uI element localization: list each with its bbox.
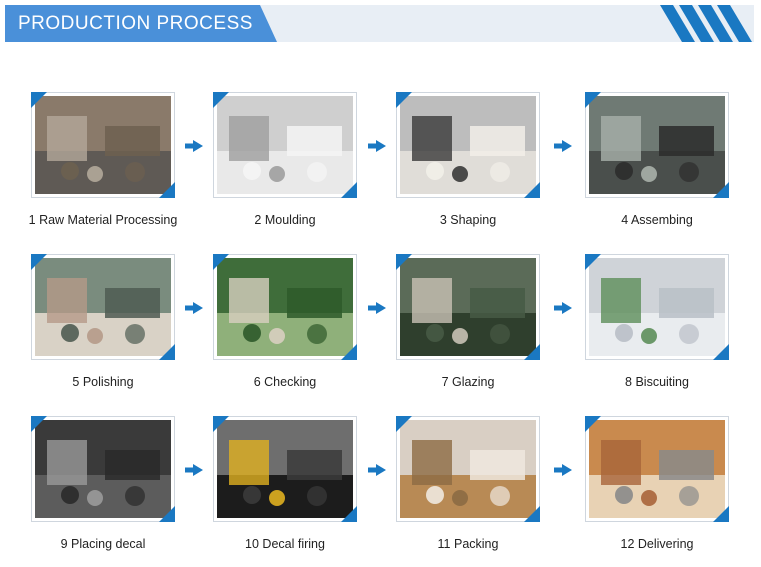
arrow-right-icon: [553, 139, 572, 152]
arrow-right-icon: [553, 463, 572, 476]
corner-accent: [585, 254, 601, 270]
corner-accent: [213, 416, 229, 432]
step-caption: 2 Moulding: [254, 213, 316, 227]
arrow-right-icon: [367, 139, 386, 152]
step-photo-5: [31, 254, 175, 360]
step-caption: 4 Assembing: [621, 213, 693, 227]
corner-accent: [524, 506, 540, 522]
corner-accent: [213, 92, 229, 108]
section-header: PRODUCTION PROCESS: [5, 5, 754, 42]
step-caption: 1 Raw Material Processing: [28, 213, 178, 227]
corner-accent: [524, 344, 540, 360]
corner-accent: [713, 506, 729, 522]
arrow-right-icon: [367, 463, 386, 476]
corner-accent: [341, 506, 357, 522]
corner-accent: [713, 182, 729, 198]
corner-accent: [31, 416, 47, 432]
corner-accent: [396, 92, 412, 108]
step-image-decal: [35, 420, 171, 518]
step-caption: 11 Packing: [437, 537, 499, 551]
step-caption: 6 Checking: [253, 375, 317, 389]
corner-accent: [159, 506, 175, 522]
corner-accent: [524, 182, 540, 198]
header-banner: [5, 5, 754, 42]
step-image-glazing: [400, 258, 536, 356]
corner-accent: [585, 416, 601, 432]
corner-accent: [31, 254, 47, 270]
step-image-shaping: [400, 96, 536, 194]
arrow-right-icon: [185, 463, 203, 476]
corner-accent: [396, 254, 412, 270]
step-image-assembling: [589, 96, 725, 194]
corner-accent: [396, 416, 412, 432]
step-caption: 10 Decal firing: [245, 537, 325, 551]
step-caption: 7 Glazing: [441, 375, 495, 389]
corner-accent: [213, 254, 229, 270]
corner-accent: [341, 344, 357, 360]
step-image-polishing: [35, 258, 171, 356]
step-image-moulds: [217, 96, 353, 194]
corner-accent: [585, 92, 601, 108]
corner-accent: [159, 344, 175, 360]
step-photo-8: [585, 254, 729, 360]
step-photo-1: [31, 92, 175, 198]
corner-accent: [713, 344, 729, 360]
arrow-right-icon: [553, 301, 572, 314]
step-photo-3: [396, 92, 540, 198]
step-photo-7: [396, 254, 540, 360]
step-image-factory: [35, 96, 171, 194]
arrow-right-icon: [367, 301, 386, 314]
step-photo-12: [585, 416, 729, 522]
step-photo-10: [213, 416, 357, 522]
arrow-right-icon: [185, 301, 203, 314]
corner-accent: [341, 182, 357, 198]
step-photo-6: [213, 254, 357, 360]
step-caption: 8 Biscuiting: [625, 375, 689, 389]
step-caption: 3 Shaping: [439, 213, 497, 227]
step-image-firing: [217, 420, 353, 518]
step-photo-9: [31, 416, 175, 522]
arrow-right-icon: [185, 139, 203, 152]
step-image-biscuiting: [589, 258, 725, 356]
step-image-checking: [217, 258, 353, 356]
corner-accent: [31, 92, 47, 108]
step-caption: 5 Polishing: [72, 375, 134, 389]
step-photo-2: [213, 92, 357, 198]
step-caption: 9 Placing decal: [60, 537, 146, 551]
step-photo-4: [585, 92, 729, 198]
corner-accent: [159, 182, 175, 198]
step-photo-11: [396, 416, 540, 522]
step-caption: 12 Delivering: [620, 537, 694, 551]
step-image-container: [589, 420, 725, 518]
step-image-packing: [400, 420, 536, 518]
page-title: PRODUCTION PROCESS: [18, 13, 253, 34]
